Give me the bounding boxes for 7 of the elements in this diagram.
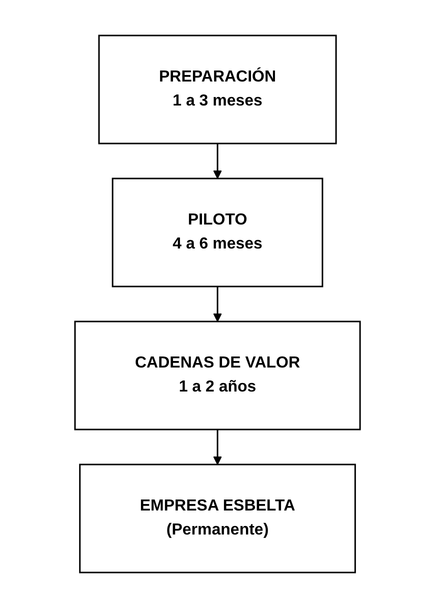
node-box: PREPARACIÓN 1 a 3 meses bbox=[98, 34, 338, 144]
node-box: PILOTO 4 a 6 meses bbox=[112, 178, 324, 288]
arrow bbox=[214, 430, 222, 465]
arrow bbox=[214, 286, 222, 322]
node-box: EMPRESA ESBELTA (Permanente) bbox=[80, 464, 356, 574]
node-box: CADENAS DE VALOR 1 a 2 años bbox=[74, 320, 362, 430]
arrow bbox=[214, 144, 222, 179]
